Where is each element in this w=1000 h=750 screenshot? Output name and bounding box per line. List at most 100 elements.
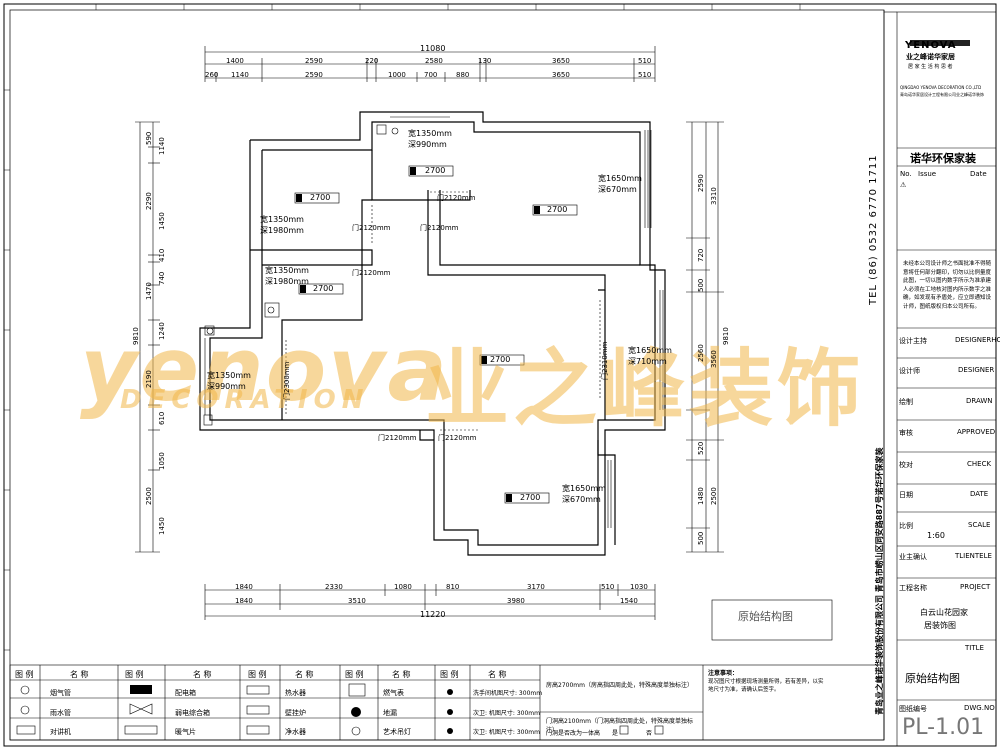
row-date-en: DATE [970, 490, 989, 498]
notice-body: 现况图尺寸根据现场测量所得，若有差异，以实地尺寸为准，请确认后签字。 [708, 679, 824, 693]
legend-h-fig-3: 图 例 [248, 670, 267, 679]
dim-left-total: 9810 [132, 327, 140, 345]
row-dwg-cn: 图纸编号 [899, 705, 927, 713]
project-name-line1: 白云山花园家 [920, 608, 968, 617]
dim-right-7: 500 [697, 531, 705, 545]
door-label-8: 门2310mm [601, 341, 609, 380]
row-approved-cn: 审核 [899, 429, 913, 437]
dim-right-inner-1: 3310 [710, 187, 718, 205]
company-address: 青岛业之峰诺华装饰股份有限公司 青岛市崂山区同安路887号诺华环保家装 [875, 447, 884, 715]
legend-item-2-3: 暖气片 [175, 728, 196, 736]
dim-top2-8: 510 [638, 71, 652, 79]
brand-cn: 业之峰诺华家居 [906, 53, 955, 61]
room-balcony-depth: 深710mm [628, 357, 667, 366]
room-balcony-width: 宽1650mm [628, 346, 672, 355]
room-master-width: 宽1650mm [598, 174, 642, 183]
legend-h-name-1: 名 称 [70, 670, 89, 679]
room-living-height: 2700 [490, 355, 511, 364]
room-bed1-height: 2700 [310, 193, 331, 202]
row-client-en: TLIENTELE [955, 552, 992, 560]
row-drawn-cn: 绘制 [899, 398, 913, 406]
door-label-5: 门2120mm [378, 434, 417, 442]
row-drawn-en: DRAWN [966, 397, 993, 405]
dim-left-2: 1140 [158, 137, 166, 155]
dim-left-3: 2290 [145, 192, 153, 210]
legend-item-1-1: 烟气管 [50, 689, 71, 697]
dim-top-total: 11080 [420, 44, 446, 53]
legend-item-2-2: 弱电综合箱 [175, 709, 210, 717]
watermark-logo: yenova [80, 318, 449, 421]
dim-left-7: 1470 [145, 282, 153, 300]
room-master-depth: 深670mm [598, 185, 637, 194]
dim-bot-1: 1840 [235, 583, 253, 591]
legend-item-5-3: 次卫: 机图尺寸: 300mm [473, 729, 540, 736]
dim-top2-7: 3650 [552, 71, 570, 79]
dim-bot-7: 1030 [630, 583, 648, 591]
row-scale-en: SCALE [968, 521, 991, 529]
door-label-4: 门2120mm [352, 269, 391, 277]
legend-item-2-1: 配电箱 [175, 689, 196, 697]
legend-item-3-1: 热水器 [285, 689, 306, 697]
dim-bot2-1: 1840 [235, 597, 253, 605]
dim-bot-6: 510 [601, 583, 615, 591]
dim-bot-total: 11220 [420, 610, 446, 619]
door-label-2: 门2120mm [420, 224, 459, 232]
dim-top2-3: 2590 [305, 71, 323, 79]
legend-item-4-1: 燃气表 [383, 689, 404, 697]
row-designer-en: DESIGNER [958, 366, 995, 374]
watermark-sub: DECORATION [120, 385, 370, 415]
legend-item-4-2: 地漏 [383, 709, 397, 717]
dim-top2-5: 700 [424, 71, 438, 79]
door-label-3: 门2120mm [437, 194, 476, 202]
row-scale-value: 1:60 [927, 531, 945, 540]
legend-h-name-5: 名 称 [488, 670, 507, 679]
dim-right-inner-2: 3560 [710, 350, 718, 368]
notice-title: 注意事项： [708, 670, 739, 677]
legend-h-name-3: 名 称 [295, 670, 314, 679]
room-south-depth: 深670mm [562, 495, 601, 504]
legend-h-fig-4: 图 例 [345, 670, 364, 679]
row-client-cn: 业主确认 [899, 553, 927, 561]
dim-right-total: 9810 [722, 327, 730, 345]
rev-issue: Issue [918, 170, 937, 178]
note-yes-label: 是 [612, 730, 619, 737]
legend-h-fig-1: 图 例 [15, 670, 34, 679]
legend-item-3-2: 壁挂炉 [285, 709, 306, 717]
dim-left-4: 1450 [158, 212, 166, 230]
dim-left-6: 740 [158, 271, 166, 285]
room-bed2-width: 宽1350mm [265, 266, 309, 275]
legend-h-name-4: 名 称 [392, 670, 411, 679]
row-title-value: 原始结构图 [905, 672, 960, 685]
door-label-7: 门2300mm [283, 361, 291, 400]
legend-item-1-2: 雨水管 [50, 709, 71, 717]
dim-top-1: 1400 [226, 57, 244, 65]
dim-top2-4: 1000 [388, 71, 406, 79]
row-scale-cn: 比例 [899, 522, 913, 530]
row-designer-cn: 设计师 [899, 367, 920, 375]
brand-logo: YENOVA [905, 40, 957, 51]
room-bath-width: 宽1350mm [408, 129, 452, 138]
dim-bot-3: 1080 [394, 583, 412, 591]
note-door-height: 门洞高2100mm（门洞高指四周此处，特殊高度单独标注） [546, 718, 693, 734]
watermark-cn: 业之峰装饰 [425, 340, 866, 438]
room-bath-height: 2700 [425, 166, 446, 175]
row-approved-en: APPROVED [957, 428, 996, 436]
company-name: 诺华环保家装 [910, 152, 976, 165]
dim-top-7: 510 [638, 57, 652, 65]
dim-right-1: 2590 [697, 174, 705, 192]
room-bath-depth: 深990mm [408, 140, 447, 149]
brand-small: 青岛诺华家居设计工程有限公司业之峰诺华装饰 [900, 92, 984, 97]
project-name-line2: 居装饰图 [924, 621, 956, 630]
rev-triangle: ⚠ [900, 181, 907, 189]
dim-bot-2: 2330 [325, 583, 343, 591]
dim-left-12: 2500 [145, 487, 153, 505]
dim-top-3: 220 [365, 57, 379, 65]
note-door-unify: 门洞是否改为一体高 [546, 730, 601, 737]
dim-left-10: 610 [158, 411, 166, 425]
room-master-height: 2700 [547, 205, 568, 214]
dim-right-5: 520 [697, 441, 705, 455]
door-label-6: 门2120mm [438, 434, 477, 442]
notice-text: 未经本公司设计师之书面批准不得随意将任何部分翻印，切勿以比例量度此图，一切以图内… [903, 261, 992, 310]
dim-right-3: 500 [697, 278, 705, 292]
